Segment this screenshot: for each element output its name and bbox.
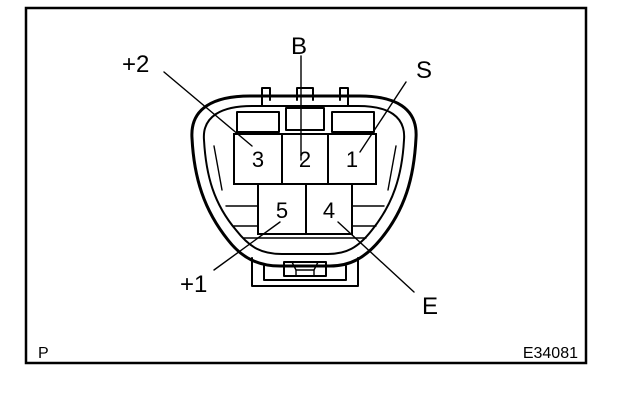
pin-label-3: 3	[252, 147, 264, 172]
leader-plus1	[213, 221, 281, 271]
connector-housing	[190, 87, 418, 287]
pin-label-1: 1	[346, 147, 358, 172]
leader-s	[359, 81, 407, 153]
footer-left-mark: P	[38, 345, 49, 362]
pin-label-4: 4	[323, 198, 335, 223]
pin-label-5: 5	[276, 198, 288, 223]
callout-s: S	[416, 57, 432, 84]
cavity-1	[327, 133, 377, 185]
leader-lines	[163, 55, 415, 293]
callout-plus1: +1	[180, 271, 207, 298]
leader-e	[337, 221, 415, 293]
pin-cavities: 3 2 1 5 4	[233, 133, 377, 235]
cavity-2	[281, 133, 329, 185]
callout-e: E	[422, 293, 438, 320]
cavity-4	[305, 183, 353, 235]
figure-code: E34081	[523, 345, 578, 362]
callout-plus2: +2	[122, 51, 149, 78]
pin-label-2: 2	[299, 147, 311, 172]
callout-b: B	[291, 33, 307, 60]
leader-plus2	[163, 71, 253, 147]
